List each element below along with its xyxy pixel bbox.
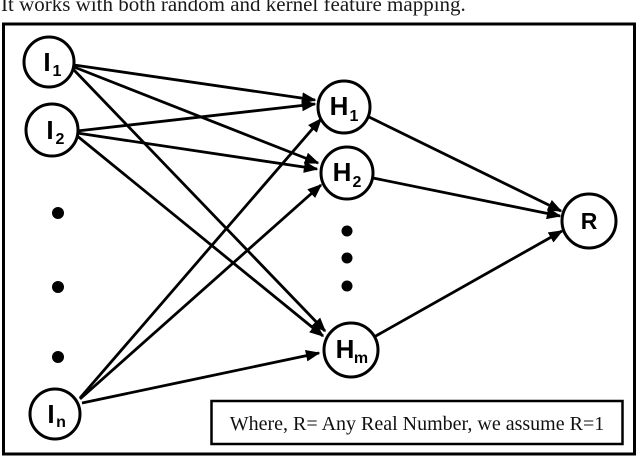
node-i1-subscript: 1: [53, 63, 62, 80]
input-ellipsis-dot: [52, 281, 64, 293]
node-h1-label: H: [330, 91, 349, 121]
node-i2-subscript: 2: [56, 131, 65, 148]
note-box: [210, 399, 624, 446]
edge-i1-h2: [73, 65, 320, 165]
input-ellipsis-dot: [52, 207, 64, 219]
hidden-ellipsis-dot: [341, 280, 353, 292]
edge-h1-r: [368, 115, 563, 213]
node-h1-subscript: 1: [350, 108, 359, 125]
edge-i2-hm: [75, 133, 325, 338]
node-hm: [322, 321, 380, 379]
edge-i2-h1: [76, 99, 317, 133]
edge-i1-h1: [73, 63, 317, 104]
edge-h2-r: [372, 176, 562, 220]
edge-in-hm: [81, 350, 321, 405]
node-r-label: R: [581, 208, 598, 234]
node-r: [560, 192, 618, 250]
edge-in-h1: [78, 117, 323, 399]
node-hm-label: H: [336, 334, 355, 364]
edge-i1-hm: [71, 68, 327, 333]
node-in-label: I: [47, 399, 54, 429]
hidden-ellipsis-dot: [341, 225, 353, 237]
node-i1-label: I: [43, 47, 50, 77]
node-h2-subscript: 2: [353, 174, 362, 191]
node-i2: [24, 102, 80, 158]
node-h2: [319, 145, 375, 201]
node-i1: [22, 35, 76, 89]
note-text: Where, R= Any Real Number, we assume R=1: [230, 413, 604, 435]
node-in: [28, 387, 82, 441]
node-h1: [316, 79, 372, 135]
node-in-subscript: n: [56, 414, 66, 431]
edge-i2-h2: [76, 131, 319, 173]
hidden-ellipsis-dot: [341, 252, 353, 264]
node-h2-label: H: [333, 157, 352, 187]
figure-caption: It works with both random and kernel fea…: [1, 0, 466, 16]
edge-in-h2: [79, 183, 323, 401]
diagram-border: [2, 22, 636, 456]
input-ellipsis-dot: [52, 351, 64, 363]
node-hm-subscript: m: [354, 350, 368, 367]
edge-hm-r: [373, 229, 564, 339]
node-i2-label: I: [46, 115, 53, 145]
